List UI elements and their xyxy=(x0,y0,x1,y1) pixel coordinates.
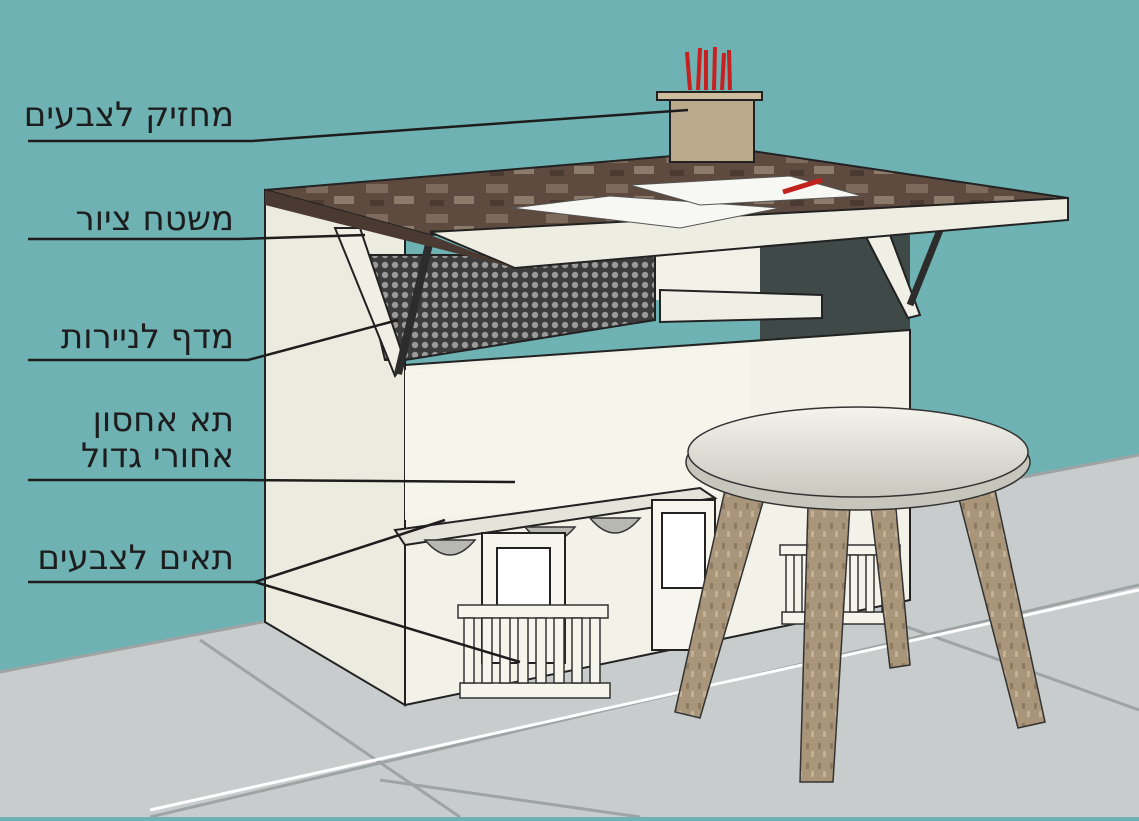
left-strut xyxy=(394,239,434,375)
label-drawing-surface: משטח ציור xyxy=(75,199,234,239)
brush-holder xyxy=(656,46,763,163)
label-storage-line1: תא אחסון xyxy=(92,400,234,440)
stool xyxy=(674,406,1046,783)
floor-highlight xyxy=(149,588,1139,812)
leader-drawing-surface xyxy=(28,233,366,241)
drawing-surface-edge xyxy=(265,190,515,268)
right-strut xyxy=(906,228,944,307)
label-paper-shelf: מדף לניירות xyxy=(60,317,234,357)
label-storage-line2: אחורי גדול xyxy=(81,436,234,476)
leader-paint-cells-b xyxy=(254,580,521,664)
stool-seat-top xyxy=(687,406,1029,498)
storage-compartment-face xyxy=(405,345,750,520)
leader-paper-shelf xyxy=(28,318,399,362)
paper-shelf xyxy=(659,288,823,324)
drawing-surface-board xyxy=(429,196,1069,270)
railing-left xyxy=(457,604,611,699)
leader-lines xyxy=(28,108,689,664)
red-pencil xyxy=(782,177,823,195)
label-brush-holder: מחזיק לצבעים xyxy=(23,95,234,135)
leader-storage xyxy=(28,478,516,484)
paint-cells-tray xyxy=(393,486,718,547)
leader-brush-holder xyxy=(28,108,689,143)
label-paint-cells: תאים לצבעים xyxy=(37,538,234,578)
